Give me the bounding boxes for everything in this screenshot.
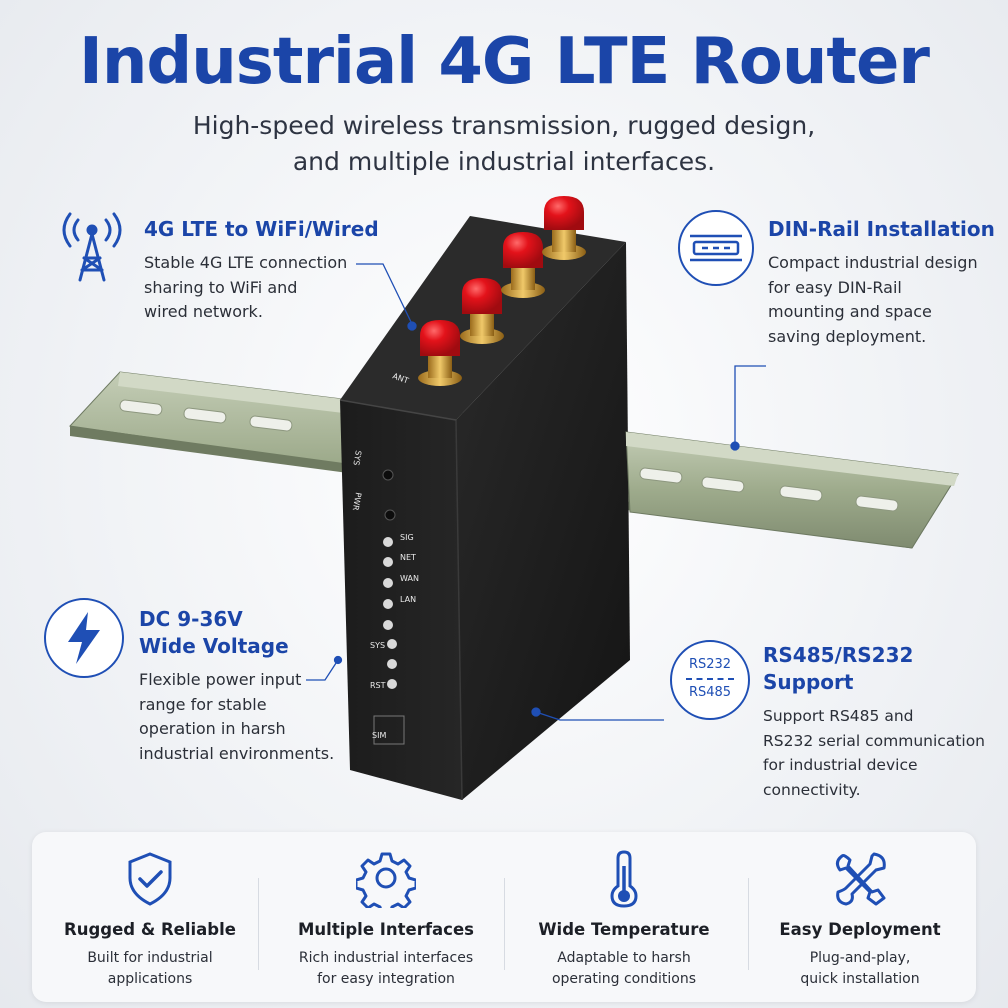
bottom-feature-title: Multiple Interfaces [298, 920, 474, 939]
bottom-feature-temperature: Wide Temperature Adaptable to harsh opera… [506, 832, 742, 1002]
bottom-feature-interfaces: Multiple Interfaces Rich industrial inte… [268, 832, 504, 1002]
feature-serial-line: Support RS485 and [763, 707, 914, 725]
subtitle-line-1: High-speed wireless transmission, rugged… [192, 111, 816, 140]
antenna-1 [418, 320, 462, 386]
label-pwr: PWR [351, 492, 363, 512]
feature-din-line: mounting and space [768, 302, 932, 321]
label-rst: RST [370, 681, 386, 690]
front-panel-labels: SYS PWR SIG NET WAN LAN SYS RST SIM [351, 450, 419, 740]
lightning-bolt-icon [44, 598, 124, 678]
serial-badge-bottom: RS485 [688, 685, 732, 700]
thermometer-icon [610, 850, 638, 908]
router-body: SYS PWR SIG NET WAN LAN SYS RST SIM ANT [339, 196, 630, 801]
tools-icon [835, 852, 886, 906]
bottom-feature-desc: Rich industrial interfaces for easy integ… [268, 948, 504, 990]
feature-din-desc: Compact industrial design for easy DIN-R… [768, 251, 1000, 349]
label-sys-2: SYS [370, 641, 385, 650]
bottom-feature-line: Adaptable to harsh [557, 950, 691, 966]
serial-badge-top: RS232 [688, 657, 732, 672]
din-rail-icon [678, 210, 754, 286]
feature-serial-title-1: RS485/RS232 [763, 643, 914, 667]
feature-power-line: operation in harsh [139, 719, 286, 738]
feature-din-title: DIN-Rail Installation [768, 217, 995, 241]
bottom-divider [258, 878, 259, 970]
label-net: NET [400, 553, 416, 562]
bottom-feature-title: Wide Temperature [538, 920, 710, 939]
page-subtitle: High-speed wireless transmission, rugged… [0, 108, 1008, 180]
label-lan: LAN [400, 595, 416, 604]
shield-check-icon [128, 852, 172, 906]
label-sig: SIG [400, 533, 414, 542]
feature-serial-line: connectivity. [763, 780, 861, 799]
antenna-3 [501, 232, 545, 298]
serial-port-icon: RS232 RS485 [670, 640, 750, 720]
bottom-divider [748, 878, 749, 970]
bottom-feature-rugged: Rugged & Reliable Built for industrial ap… [32, 832, 268, 1002]
bottom-feature-title: Easy Deployment [779, 920, 941, 939]
feature-din-line: Compact industrial design [768, 253, 978, 272]
antenna-2 [460, 278, 504, 344]
feature-power-title-1: DC 9-36V [139, 607, 243, 631]
subtitle-line-2: and multiple industrial interfaces. [292, 147, 716, 176]
bottom-feature-line: quick installation [800, 971, 920, 987]
bottom-feature-line: for easy integration [317, 971, 455, 987]
label-wan: WAN [400, 574, 419, 583]
bottom-feature-line: operating conditions [551, 971, 696, 987]
label-sim: SIM [372, 731, 386, 740]
feature-serial-line: RS232 serial communication [763, 731, 986, 750]
feature-din-line: for easy DIN-Rail [768, 277, 902, 297]
callout-lines [306, 263, 766, 721]
cell-tower-icon [62, 212, 122, 282]
antenna-4 [542, 196, 586, 260]
bottom-feature-line: applications [107, 971, 193, 987]
feature-serial-title-2: Support [763, 670, 854, 694]
bottom-feature-line: Built for industrial [87, 950, 213, 966]
bottom-feature-desc: Built for industrial applications [32, 948, 268, 990]
bottom-feature-line: Plug-and-play, [809, 950, 911, 966]
gear-icon [356, 852, 416, 908]
bottom-feature-deployment: Easy Deployment Plug-and-play, quick inst… [742, 832, 978, 1002]
feature-power-line: industrial environments. [139, 743, 335, 763]
serial-badge-divider [686, 678, 734, 680]
bottom-feature-line: Rich industrial interfaces [298, 950, 474, 966]
feature-power-desc: Flexible power input range for stable op… [139, 668, 359, 766]
feature-lte-title: 4G LTE to WiFi/Wired [144, 217, 379, 241]
bottom-divider [504, 878, 505, 970]
bottom-feature-desc: Plug-and-play, quick installation [742, 948, 978, 990]
bottom-features-panel: Rugged & Reliable Built for industrial ap… [32, 832, 976, 1002]
feature-lte-desc: Stable 4G LTE connection sharing to WiFi… [144, 251, 384, 325]
feature-serial-line: for industrial device [763, 756, 918, 774]
feature-lte-line: wired network. [144, 302, 263, 321]
feature-lte-line: Stable 4G LTE connection [144, 253, 348, 272]
bottom-feature-desc: Adaptable to harsh operating conditions [506, 948, 742, 990]
bottom-feature-title: Rugged & Reliable [64, 920, 236, 939]
feature-power-line: Flexible power input [139, 670, 302, 689]
feature-din-line: saving deployment. [768, 326, 927, 346]
feature-serial-desc: Support RS485 and RS232 serial communica… [763, 704, 1003, 802]
page-title: Industrial 4G LTE Router [79, 25, 930, 99]
din-rail-front [625, 431, 959, 549]
feature-power-title-2: Wide Voltage [139, 634, 289, 658]
feature-lte-line: sharing to WiFi and [144, 277, 298, 297]
front-panel-leds [373, 469, 405, 745]
feature-power-line: range for stable [139, 694, 267, 714]
label-sys-1: SYS [351, 450, 362, 466]
